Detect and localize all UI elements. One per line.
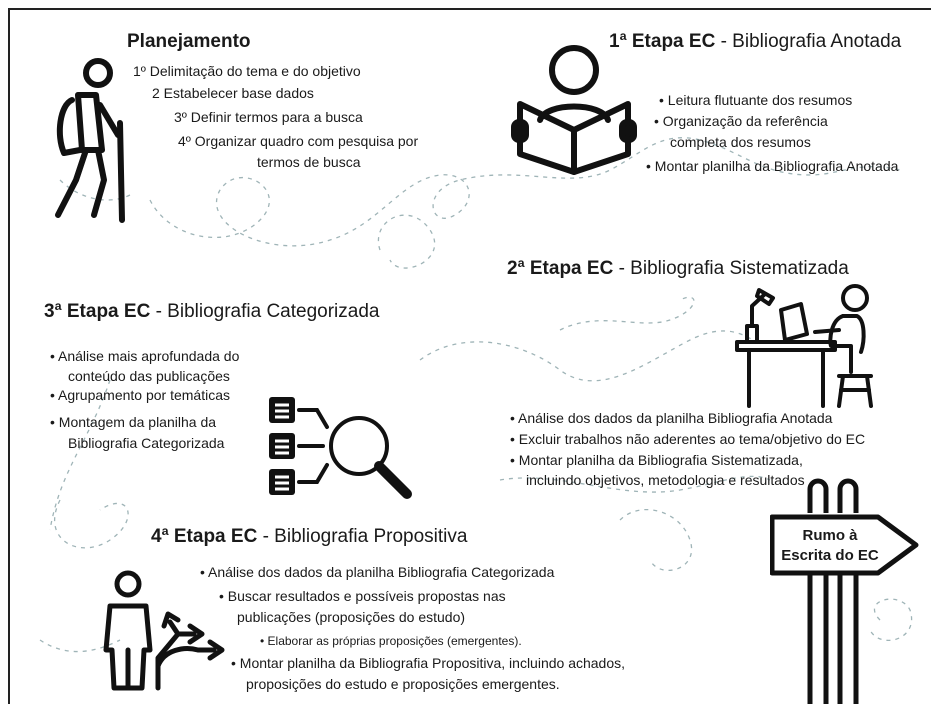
stage2-bullet-1: • Análise dos dados da planilha Bibliogr…	[510, 410, 833, 426]
stage3-bullet-1: • Análise mais aprofundada do	[50, 348, 240, 364]
list-search-icon	[269, 397, 412, 499]
stage2-title: 2ª Etapa EC - Bibliografia Sistematizada	[507, 258, 849, 280]
stage1-bullet-2: • Organização da referência	[654, 113, 828, 129]
diagram-border	[8, 8, 931, 704]
hiker-icon	[55, 58, 125, 223]
stage3-title: 3ª Etapa EC - Bibliografia Categorizada	[44, 301, 379, 323]
planning-step-2: 2 Estabelecer base dados	[152, 85, 314, 101]
stage4-title-rest: - Bibliografia Propositiva	[257, 526, 468, 547]
stage3-bullet-3-cont: Bibliografia Categorizada	[68, 435, 225, 451]
planning-step-1: 1º Delimitação do tema e do objetivo	[133, 63, 361, 79]
desk-study-icon	[735, 284, 873, 408]
stage2-bullet-2: • Excluir trabalhos não aderentes ao tem…	[510, 431, 866, 447]
stage2-title-rest: - Bibliografia Sistematizada	[613, 258, 849, 279]
stage2-bullet-3-cont: incluindo objetivos, metodologia e resul…	[526, 472, 805, 488]
stage4-title: 4ª Etapa EC - Bibliografia Propositiva	[151, 526, 467, 548]
reader-icon	[511, 45, 637, 175]
stage3-bullet-1-cont: conteúdo das publicações	[68, 368, 230, 384]
stage4-bullet-2-cont: publicações (proposições do estudo)	[237, 609, 466, 625]
stage3-bullet-3: • Montagem da planilha da	[50, 414, 217, 430]
crossroads-person-icon	[103, 570, 225, 691]
stage1-title: 1ª Etapa EC - Bibliografia Anotada	[609, 31, 901, 53]
stage4-bullet-1: • Análise dos dados da planilha Bibliogr…	[200, 564, 555, 580]
signpost-icon	[770, 478, 919, 704]
stage1-bullet-2-cont: completa dos resumos	[670, 134, 811, 150]
stage3-title-bold: 3ª Etapa EC	[44, 301, 151, 322]
stage4-bullet-4: • Montar planilha da Bibliografia Propos…	[231, 655, 626, 671]
signpost-label-line1: Rumo à	[802, 527, 858, 544]
planning-title: Planejamento	[127, 31, 251, 52]
stage2-title-bold: 2ª Etapa EC	[507, 258, 614, 279]
stage1-title-bold: 1ª Etapa EC	[609, 31, 716, 52]
stage1-bullet-3: • Montar planilha da Bibliografia Anotad…	[646, 158, 899, 174]
planning-step-3: 3º Definir termos para a busca	[174, 109, 363, 125]
stage4-bullet-2: • Buscar resultados e possíveis proposta…	[219, 588, 506, 604]
planning-step-4-cont: termos de busca	[257, 154, 361, 170]
stage2-bullet-3: • Montar planilha da Bibliografia Sistem…	[510, 452, 803, 468]
planning-step-4: 4º Organizar quadro com pesquisa por	[178, 133, 419, 149]
stage3-bullet-2: • Agrupamento por temáticas	[50, 387, 230, 403]
stage4-bullet-3: • Elaborar as próprias proposições (emer…	[260, 634, 522, 648]
signpost-label-line2: Escrita do EC	[781, 547, 879, 564]
stage1-bullet-1: • Leitura flutuante dos resumos	[659, 92, 853, 108]
stage4-bullet-4-cont: proposições do estudo e proposições emer…	[246, 676, 560, 692]
stage3-title-rest: - Bibliografia Categorizada	[150, 301, 380, 322]
stage1-title-rest: - Bibliografia Anotada	[715, 31, 902, 52]
stage4-title-bold: 4ª Etapa EC	[151, 526, 258, 547]
